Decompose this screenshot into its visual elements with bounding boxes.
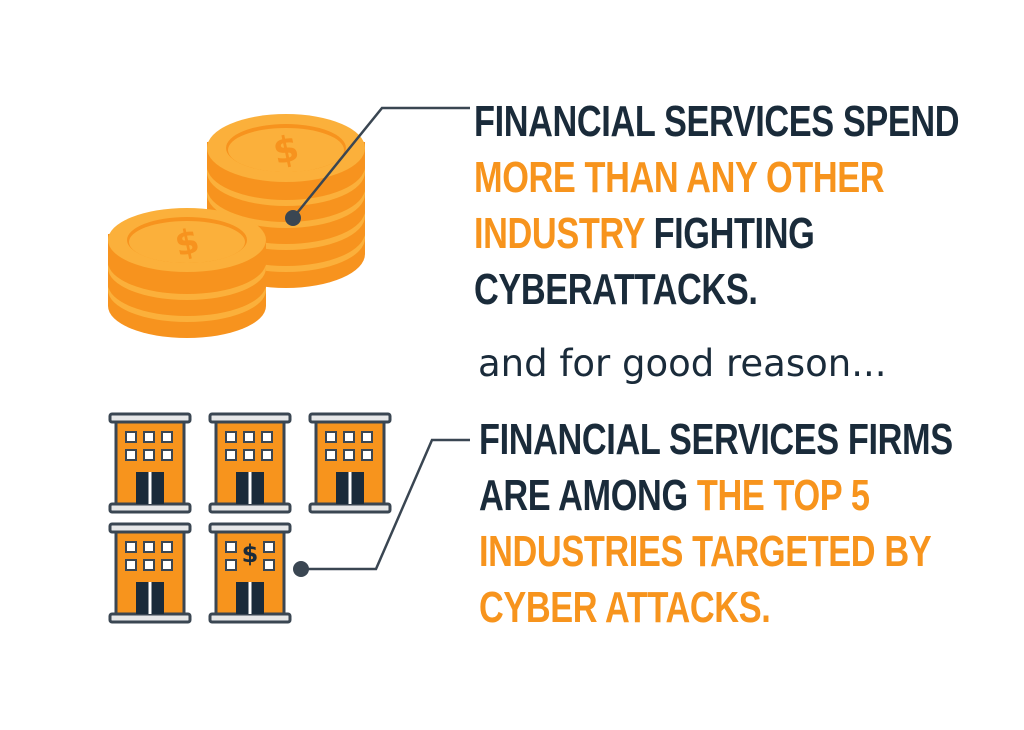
headline-targeted: FINANCIAL SERVICES FIRMS ARE AMONG THE T… — [479, 412, 953, 636]
headline-highlight: THE TOP 5 — [696, 471, 870, 520]
coin-stack-icon: $ — [108, 208, 266, 338]
connector-line — [293, 438, 470, 577]
headline-text: ARE AMONG — [479, 471, 697, 520]
bank-building-icon: $ — [208, 522, 292, 624]
buildings-grid: $ — [108, 412, 392, 624]
office-building-icon — [108, 412, 192, 514]
office-building-icon — [108, 522, 192, 624]
connector-line — [285, 106, 470, 226]
headline-line: INDUSTRIES TARGETED BY — [479, 527, 932, 576]
office-building-icon — [308, 412, 392, 514]
headline-line: CYBERATTACKS. — [474, 265, 758, 314]
office-building-icon — [208, 412, 292, 514]
headline-line: FINANCIAL SERVICES SPEND — [474, 97, 960, 146]
headline-spend: FINANCIAL SERVICES SPEND MORE THAN ANY O… — [474, 94, 960, 318]
svg-text:$: $ — [242, 540, 259, 568]
headline-highlight: INDUSTRY — [474, 209, 645, 258]
headline-text: FIGHTING — [644, 209, 815, 258]
headline-line: MORE THAN ANY OTHER — [474, 153, 885, 202]
headline-line: FINANCIAL SERVICES FIRMS — [479, 415, 953, 464]
headline-line: CYBER ATTACKS. — [479, 583, 771, 632]
transition-text: and for good reason... — [478, 342, 887, 385]
